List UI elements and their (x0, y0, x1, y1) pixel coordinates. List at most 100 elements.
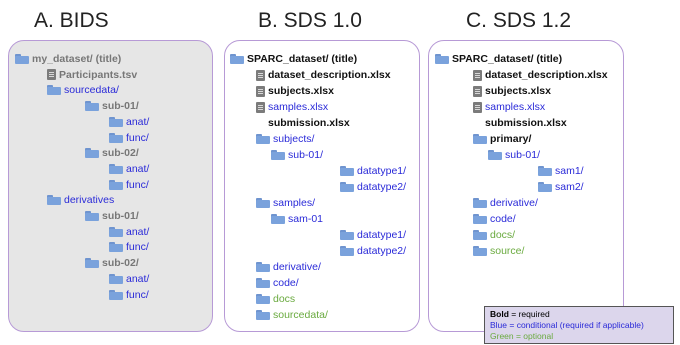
folder-entry: sam2/ (538, 180, 584, 194)
folder-entry: primary/ (473, 132, 531, 146)
entry-name: func/ (126, 241, 149, 254)
entry-name: sub-01/ (505, 149, 541, 161)
entry-name: submission.xlsx (268, 117, 350, 129)
folder-entry: sub-02/ (85, 146, 139, 160)
folder-entry: source/ (473, 244, 524, 258)
folder-icon (340, 230, 354, 240)
entry-name: Participants.tsv (59, 68, 138, 81)
folder-icon (473, 230, 487, 240)
folder-entry: func/ (109, 240, 149, 254)
folder-entry: my_dataset/ (title) (15, 52, 121, 66)
legend-optional: Green = optional (490, 331, 554, 341)
folder-icon (85, 101, 99, 112)
entry-name: subjects.xlsx (268, 85, 334, 97)
entry-name: SPARC_dataset/ (title) (452, 53, 563, 65)
panel-a-title: A. BIDS (34, 9, 109, 32)
entry-name: derivative/ (273, 261, 321, 273)
entry-name: code/ (490, 213, 516, 225)
entry-name: dataset_description.xlsx (485, 69, 608, 81)
entry-name: SPARC_dataset/ (title) (247, 53, 358, 65)
file-entry: subjects.xlsx (256, 84, 334, 98)
document-icon (473, 69, 482, 81)
entry-name: sam-01 (288, 213, 324, 225)
panel-b-title: B. SDS 1.0 (258, 9, 362, 32)
folder-entry: datatype1/ (340, 164, 406, 178)
folder-entry: func/ (109, 131, 149, 145)
entry-name: docs (273, 293, 296, 305)
entry-name: samples.xlsx (485, 101, 546, 113)
panel-sds-1-0: SPARC_dataset/ (title) dataset_descriptio… (224, 40, 420, 332)
entry-name: dataset_description.xlsx (268, 69, 391, 81)
file-entry: dataset_description.xlsx (473, 68, 608, 82)
file-entry: subjects.xlsx (473, 84, 551, 98)
folder-icon (538, 166, 552, 176)
legend-required: Bold = required (490, 309, 668, 320)
entry-name: subjects.xlsx (485, 85, 551, 97)
folder-icon (473, 198, 487, 208)
folder-entry: derivative/ (473, 196, 538, 210)
folder-icon (109, 226, 123, 237)
document-icon (256, 85, 265, 97)
folder-icon (256, 134, 270, 144)
entry-name: sub-02/ (102, 147, 139, 160)
folder-icon (271, 150, 285, 160)
entry-name: anat/ (126, 225, 150, 238)
entry-name: submission.xlsx (485, 117, 567, 129)
document-icon (256, 101, 265, 113)
folder-icon (109, 163, 123, 174)
entry-name: anat/ (126, 272, 150, 285)
folder-entry: derivative/ (256, 260, 321, 274)
folder-entry: derivatives (47, 193, 114, 207)
entry-name: sub-01/ (102, 210, 139, 222)
folder-icon (85, 148, 99, 159)
entry-name: datatype2/ (357, 181, 407, 193)
document-icon (256, 69, 265, 81)
file-entry: Participants.tsv (47, 68, 137, 82)
folder-entry: sourcedata/ (256, 308, 328, 322)
legend-required-word: Bold (490, 309, 509, 319)
folder-entry: sub-01/ (271, 148, 323, 162)
file-entry: submission.xlsx (256, 116, 350, 130)
folder-entry: sourcedata/ (47, 83, 119, 97)
folder-icon (538, 182, 552, 192)
entry-name: sam1/ (555, 165, 584, 177)
entry-name: datatype1/ (357, 229, 407, 241)
folder-icon (340, 166, 354, 176)
folder-entry: samples/ (256, 196, 315, 210)
entry-name: sourcedata/ (273, 309, 328, 321)
entry-name: anat/ (126, 162, 150, 175)
folder-entry: anat/ (109, 272, 149, 286)
entry-name: sam2/ (555, 181, 584, 193)
file-entry: dataset_description.xlsx (256, 68, 391, 82)
entry-name: func/ (126, 288, 149, 301)
folder-icon (109, 273, 123, 284)
entry-name: docs/ (490, 229, 516, 241)
entry-name: sub-02/ (102, 257, 139, 270)
folder-icon (473, 246, 487, 256)
folder-icon (340, 246, 354, 256)
folder-entry: sub-02/ (85, 256, 139, 270)
folder-icon (230, 54, 244, 64)
folder-icon (47, 85, 61, 96)
folder-entry: docs (256, 292, 295, 306)
folder-entry: docs/ (473, 228, 515, 242)
folder-entry: anat/ (109, 115, 149, 129)
file-entry: samples.xlsx (473, 100, 545, 114)
folder-icon (85, 211, 99, 221)
folder-entry: sub-01/ (488, 148, 540, 162)
entry-name: anat/ (126, 115, 150, 128)
folder-icon (85, 258, 99, 269)
entry-name: datatype2/ (357, 245, 407, 257)
file-entry: submission.xlsx (473, 116, 567, 130)
panel-c-title: C. SDS 1.2 (466, 9, 572, 32)
entry-name: subjects/ (273, 133, 315, 145)
entry-name: my_dataset/ (title) (32, 53, 122, 65)
legend-conditional: Blue = conditional (required if applicab… (490, 320, 644, 330)
folder-icon (47, 195, 61, 206)
panel-bids: my_dataset/ (title) Participants.tsv sourc… (8, 40, 213, 332)
legend-box: Bold = required Blue = conditional (requ… (484, 306, 674, 344)
folder-entry: func/ (109, 288, 149, 302)
folder-icon (109, 116, 123, 127)
entry-name: sub-01/ (288, 149, 324, 161)
folder-icon (435, 54, 449, 64)
